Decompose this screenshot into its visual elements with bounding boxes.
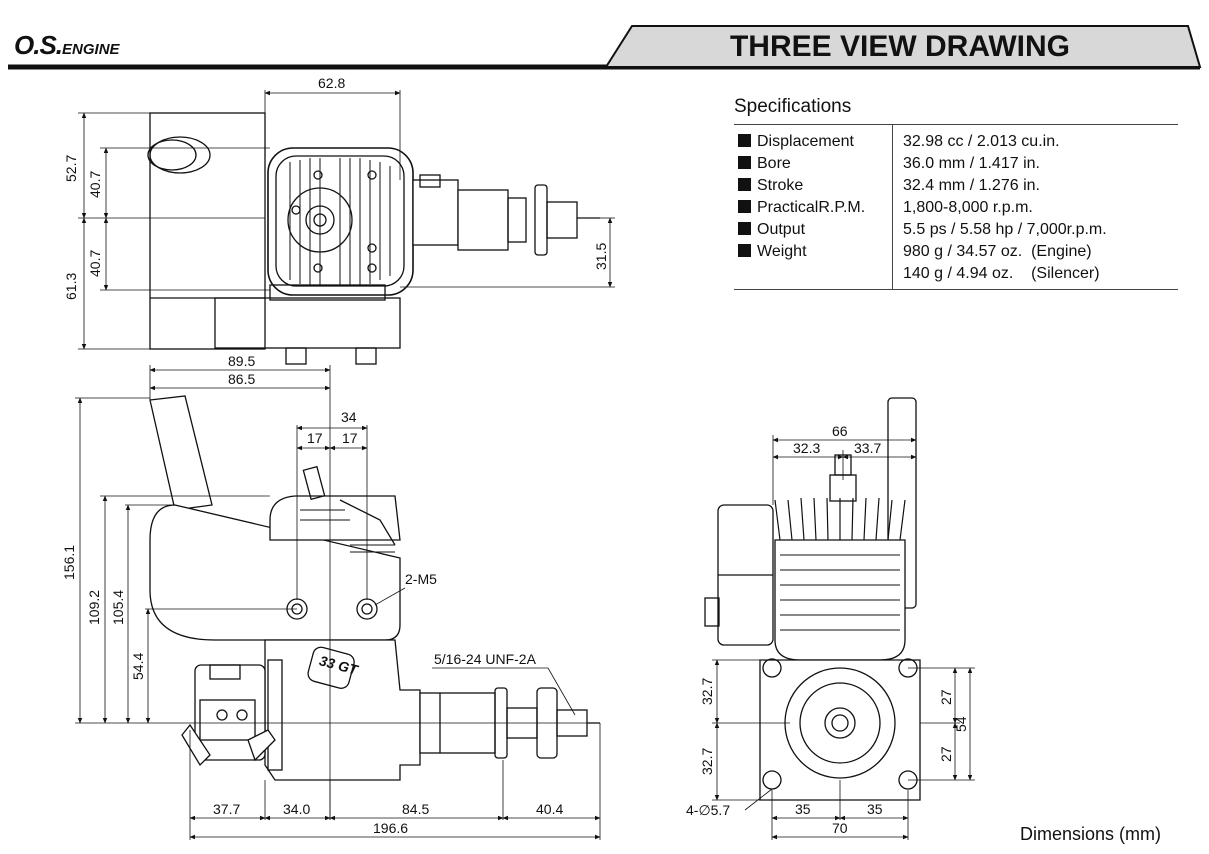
spec-value: 140 g / 4.94 oz. (Silencer) (903, 265, 1100, 282)
dim-89-5: 89.5 (228, 353, 255, 369)
dim-32-7-upper: 32.7 (699, 678, 715, 705)
spec-row: 140 g / 4.94 oz. (Silencer) (734, 263, 1178, 290)
bullet-square-icon (738, 178, 751, 191)
dim-40-7-upper: 40.7 (87, 171, 103, 198)
bullet-square-icon (738, 244, 751, 257)
dim-62-8: 62.8 (318, 75, 345, 91)
dim-35-left: 35 (795, 801, 811, 817)
page-title: THREE VIEW DRAWING (729, 30, 1070, 63)
spec-row: Output 5.5 ps / 5.58 hp / 7,000r.p.m. (734, 219, 1178, 241)
dim-156-1: 156.1 (61, 545, 77, 580)
spec-row: Displacement 32.98 cc / 2.013 cu.in. (734, 124, 1178, 153)
logo-main: O.S. (14, 30, 63, 60)
dim-34-0: 34.0 (283, 801, 310, 817)
logo-sub: ENGINE (62, 41, 120, 58)
dim-66: 66 (832, 423, 848, 439)
front-view (704, 397, 921, 801)
spec-value: 5.5 ps / 5.58 hp / 7,000r.p.m. (903, 221, 1107, 238)
front-view-dims (712, 435, 975, 840)
dim-17-left: 17 (307, 430, 323, 446)
dim-52-7: 52.7 (63, 155, 79, 182)
spec-row: Bore 36.0 mm / 1.417 in. (734, 153, 1178, 175)
bullet-square-icon (738, 200, 751, 213)
dim-32-3: 32.3 (793, 440, 820, 456)
spec-value: 1,800-8,000 r.p.m. (903, 199, 1033, 216)
spec-label: Bore (757, 155, 791, 172)
dim-40-4: 40.4 (536, 801, 563, 817)
bullet-square-icon (738, 222, 751, 235)
specifications-panel: Specifications Displacement 32.98 cc / 2… (734, 96, 1178, 290)
bullet-square-icon (738, 156, 751, 169)
spec-row: PracticalR.P.M. 1,800-8,000 r.p.m. (734, 197, 1178, 219)
dim-32-7-lower: 32.7 (699, 748, 715, 775)
dim-61-3: 61.3 (63, 273, 79, 300)
dimensions-unit-note: Dimensions (mm) (1020, 824, 1162, 844)
dim-54: 54 (953, 716, 969, 732)
specifications-table: Displacement 32.98 cc / 2.013 cu.in. Bor… (734, 124, 1178, 290)
dim-34: 34 (341, 409, 357, 425)
spec-value: 980 g / 34.57 oz. (Engine) (903, 243, 1092, 260)
hole-note: 4-∅5.7 (686, 802, 730, 818)
top-view (147, 112, 600, 365)
dim-105-4: 105.4 (110, 590, 126, 625)
spec-row: Weight 980 g / 34.57 oz. (Engine) (734, 241, 1178, 263)
spec-value: 36.0 mm / 1.417 in. (903, 155, 1040, 172)
spec-label: Stroke (757, 177, 804, 194)
dim-27-upper: 27 (938, 689, 954, 705)
spec-label: Displacement (757, 133, 854, 150)
dim-40-7-lower: 40.7 (87, 250, 103, 277)
spec-label: PracticalR.P.M. (757, 199, 866, 216)
spec-label: Weight (757, 243, 807, 260)
spec-row: Stroke 32.4 mm / 1.276 in. (734, 175, 1178, 197)
dim-54-4: 54.4 (130, 653, 146, 680)
spec-value: 32.4 mm / 1.276 in. (903, 177, 1040, 194)
top-view-dims (78, 90, 615, 350)
os-engine-logo: O.S.ENGINE (14, 30, 120, 61)
specifications-heading: Specifications (734, 96, 852, 117)
dim-31-5: 31.5 (593, 243, 609, 270)
spec-value: 32.98 cc / 2.013 cu.in. (903, 133, 1060, 150)
dim-35-right: 35 (867, 801, 883, 817)
thread-note: 5/16-24 UNF-2A (434, 651, 537, 667)
header-bar (8, 25, 1202, 70)
dim-109-2: 109.2 (86, 590, 102, 625)
bullet-square-icon (738, 134, 751, 147)
mount-note: 2-M5 (405, 571, 437, 587)
spec-label: Output (757, 221, 806, 238)
dim-70: 70 (832, 820, 848, 836)
dim-17-right: 17 (342, 430, 358, 446)
dim-33-7: 33.7 (854, 440, 881, 456)
dim-196-6: 196.6 (373, 820, 408, 836)
dim-86-5: 86.5 (228, 371, 255, 387)
side-view-dims (75, 365, 601, 840)
spec-label (734, 263, 893, 290)
dim-27-lower: 27 (938, 746, 954, 762)
side-view (149, 395, 600, 781)
dim-84-5: 84.5 (402, 801, 429, 817)
dim-37-7: 37.7 (213, 801, 240, 817)
